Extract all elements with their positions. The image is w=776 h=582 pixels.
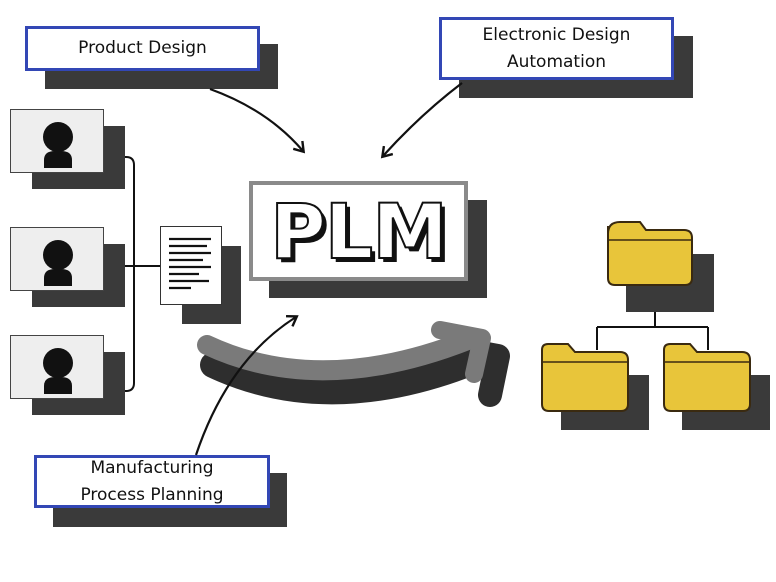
document-lines — [169, 237, 211, 290]
person-card-2 — [10, 227, 104, 291]
product-design-label: Product Design — [25, 26, 260, 71]
folder-left-shadow — [561, 375, 649, 430]
plm-title: PLM — [269, 186, 449, 277]
eda-text-line1: Electronic Design — [482, 24, 631, 45]
mpp-text-line2: Process Planning — [80, 484, 224, 505]
person-card-1 — [10, 109, 104, 173]
person-icon — [43, 122, 73, 168]
eda-text-line2: Automation — [506, 51, 606, 72]
person-icon — [43, 348, 73, 394]
eda-label: Electronic Design Automation — [439, 17, 674, 80]
plm-box: PLM — [249, 181, 468, 281]
product-design-text: Product Design — [78, 38, 207, 58]
document-icon — [160, 226, 222, 305]
mpp-text-line1: Manufacturing — [90, 457, 214, 478]
person-icon — [43, 240, 73, 286]
mpp-label: Manufacturing Process Planning — [34, 455, 270, 508]
folder-top-shadow — [626, 254, 714, 312]
person-card-3 — [10, 335, 104, 399]
folder-right-shadow — [682, 375, 770, 430]
